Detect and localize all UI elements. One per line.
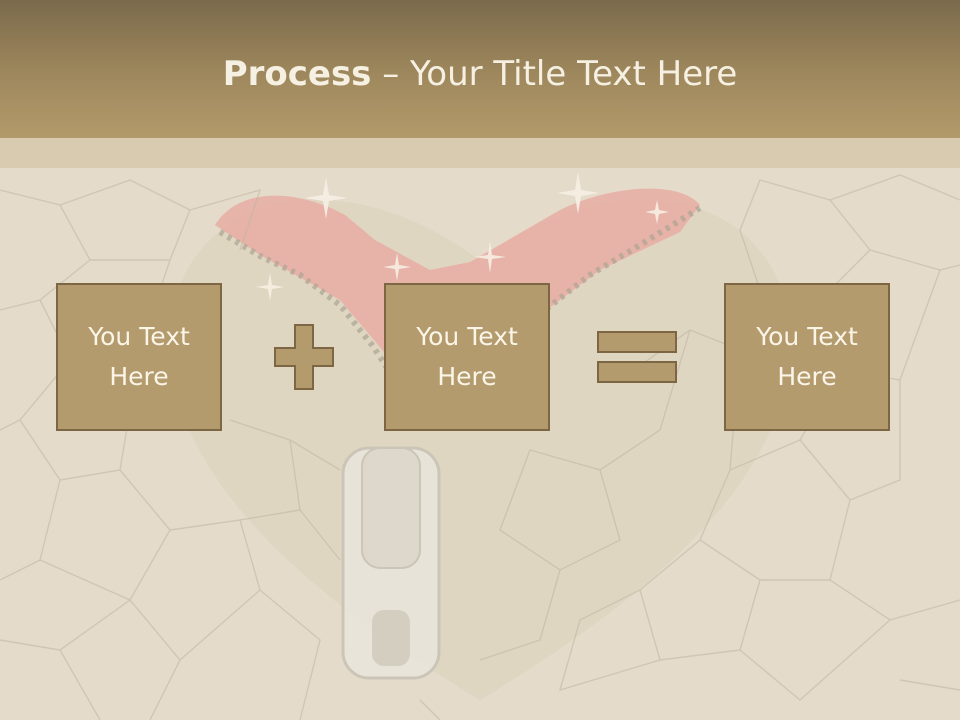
process-box-1[interactable]: You Text Here — [56, 283, 222, 431]
equals-icon — [597, 331, 677, 383]
title-sub-band — [0, 138, 960, 168]
plus-icon — [274, 324, 334, 390]
slide-title-rest: – Your Title Text Here — [371, 54, 738, 94]
slide-title: Process – Your Title Text Here — [0, 52, 960, 96]
process-box-2[interactable]: You Text Here — [384, 283, 550, 431]
process-box-2-label: You Text Here — [416, 322, 518, 391]
process-box-3-label: You Text Here — [756, 322, 858, 391]
heart-shape — [169, 199, 791, 700]
title-band — [0, 0, 960, 138]
slide-title-bold: Process — [222, 54, 372, 94]
process-box-3[interactable]: You Text Here — [724, 283, 890, 431]
zipper-pull — [341, 446, 441, 680]
process-box-1-label: You Text Here — [88, 322, 190, 391]
